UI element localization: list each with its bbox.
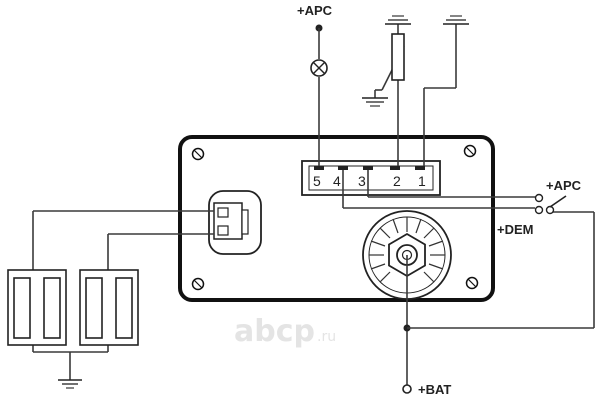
- label-dem: +DEM: [497, 222, 533, 237]
- wiring: [32, 24, 595, 385]
- plug-connector: [208, 190, 262, 255]
- ground-icon: [385, 15, 411, 25]
- pin-connector: 5 4 3 2 1: [301, 160, 441, 196]
- ground-icon: [443, 15, 469, 25]
- screw-icon: [463, 144, 477, 158]
- watermark-domain: .ru: [317, 329, 336, 345]
- screw-icon: [191, 147, 205, 161]
- label-bat: +BAT: [418, 382, 451, 397]
- control-box: [178, 135, 495, 302]
- label-apc-top: +APC: [297, 3, 333, 18]
- pin-label-2: 2: [393, 173, 401, 189]
- ground-icon: [362, 97, 388, 107]
- watermark: abcp .ru: [234, 314, 336, 349]
- resistor-bank-left: [7, 269, 67, 346]
- label-apc-right: +APC: [546, 178, 582, 193]
- pin-label-3: 3: [358, 173, 366, 189]
- switch-icon: [534, 193, 567, 215]
- pin-label-1: 1: [418, 173, 426, 189]
- lamp-icon: [310, 59, 328, 77]
- bat-terminal-icon: [402, 384, 412, 394]
- watermark-brand: abcp: [234, 314, 315, 349]
- ground-icon: [58, 379, 82, 389]
- resistor-bank-right: [79, 269, 139, 346]
- screw-icon: [191, 277, 205, 291]
- screw-icon: [465, 276, 479, 290]
- pin-label-5: 5: [313, 173, 321, 189]
- variable-resistor-icon: [391, 33, 405, 81]
- pin-label-4: 4: [333, 173, 341, 189]
